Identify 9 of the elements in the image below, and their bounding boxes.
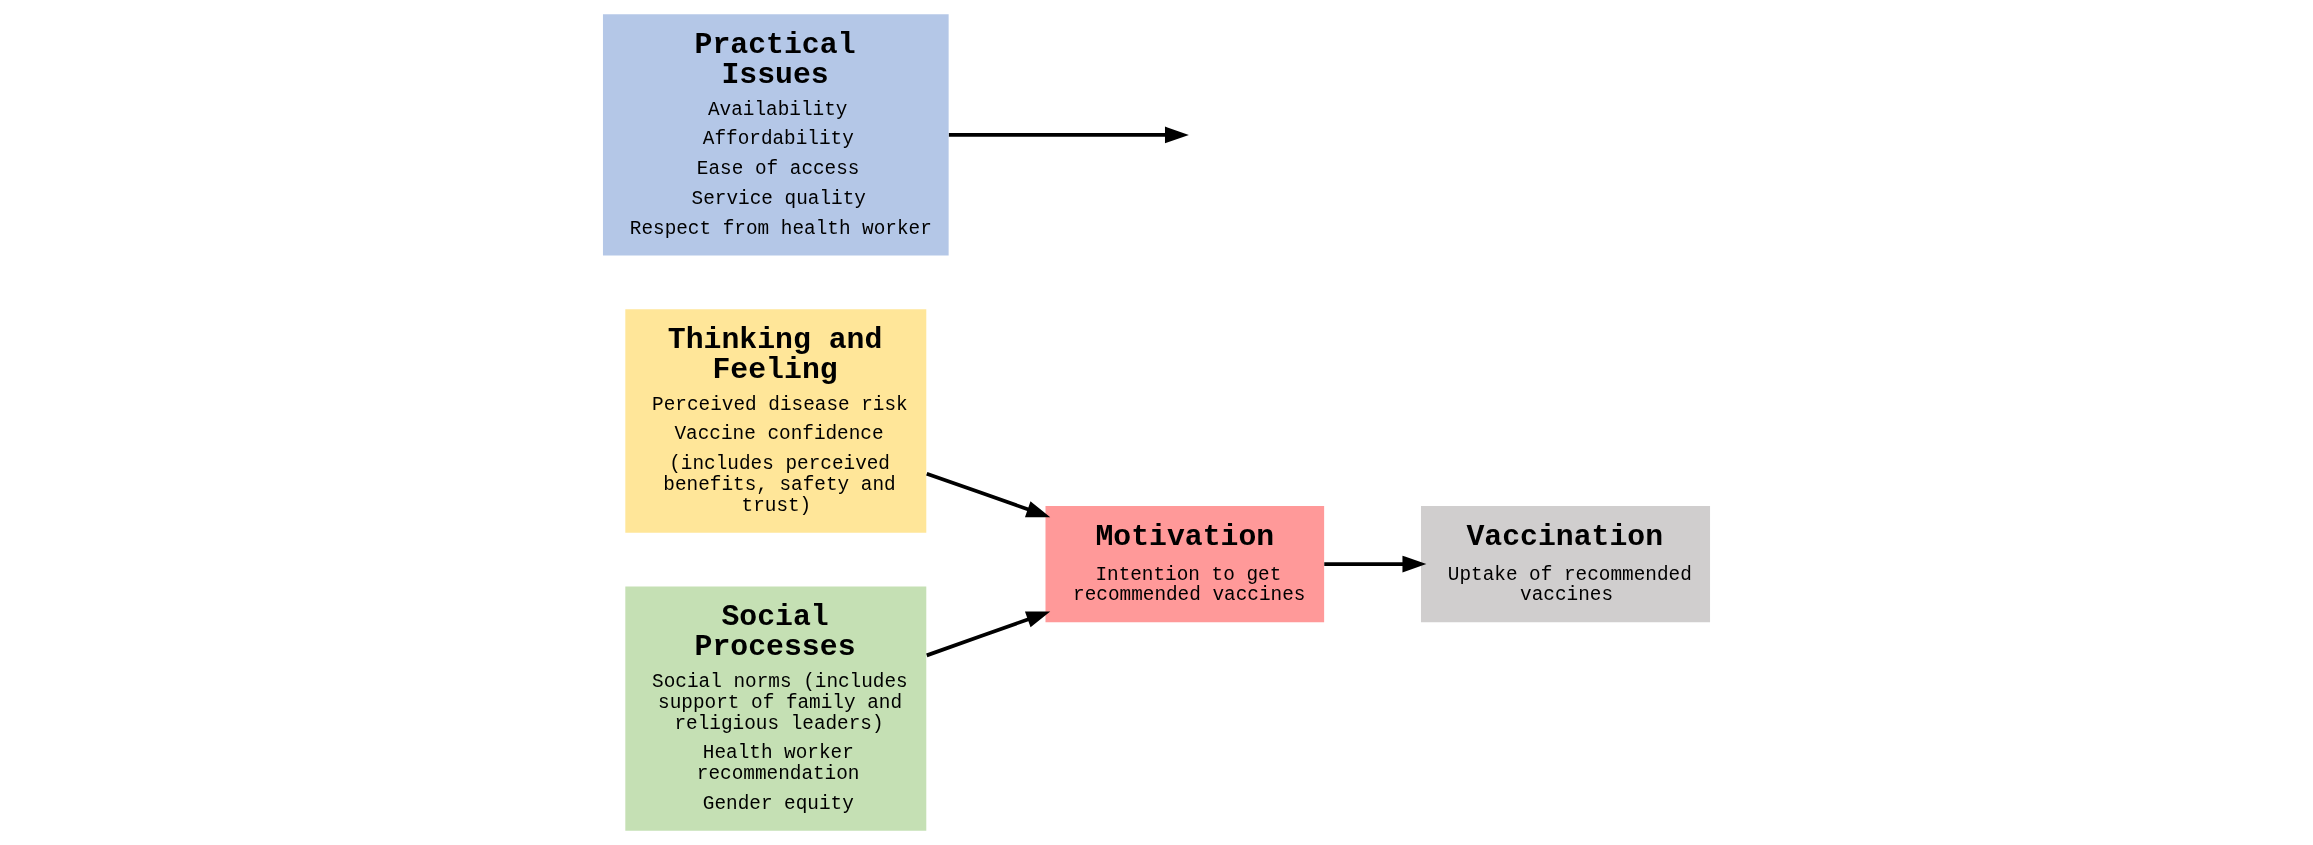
node-box: Vaccination Uptake of recommended vaccines: [1421, 505, 1711, 623]
node-box: Social Processes Social norms (includes support of family and religious leaders) Health worker recommendation Gender equity: [625, 586, 927, 831]
arrow: [926, 611, 1051, 658]
arrow: [926, 471, 1051, 518]
node-box: Thinking and Feeling Perceived disease risk Vaccine confidence (includes perceived benefits, safety and trust): [625, 309, 927, 533]
arrow: [1324, 555, 1427, 573]
node-box: Motivation Intention to get recommended vaccines: [1045, 505, 1325, 623]
node-box: Practical Issues Availability Affordability Ease of access Service quality Respect from health worker: [602, 14, 949, 256]
arrow: [948, 126, 1189, 144]
